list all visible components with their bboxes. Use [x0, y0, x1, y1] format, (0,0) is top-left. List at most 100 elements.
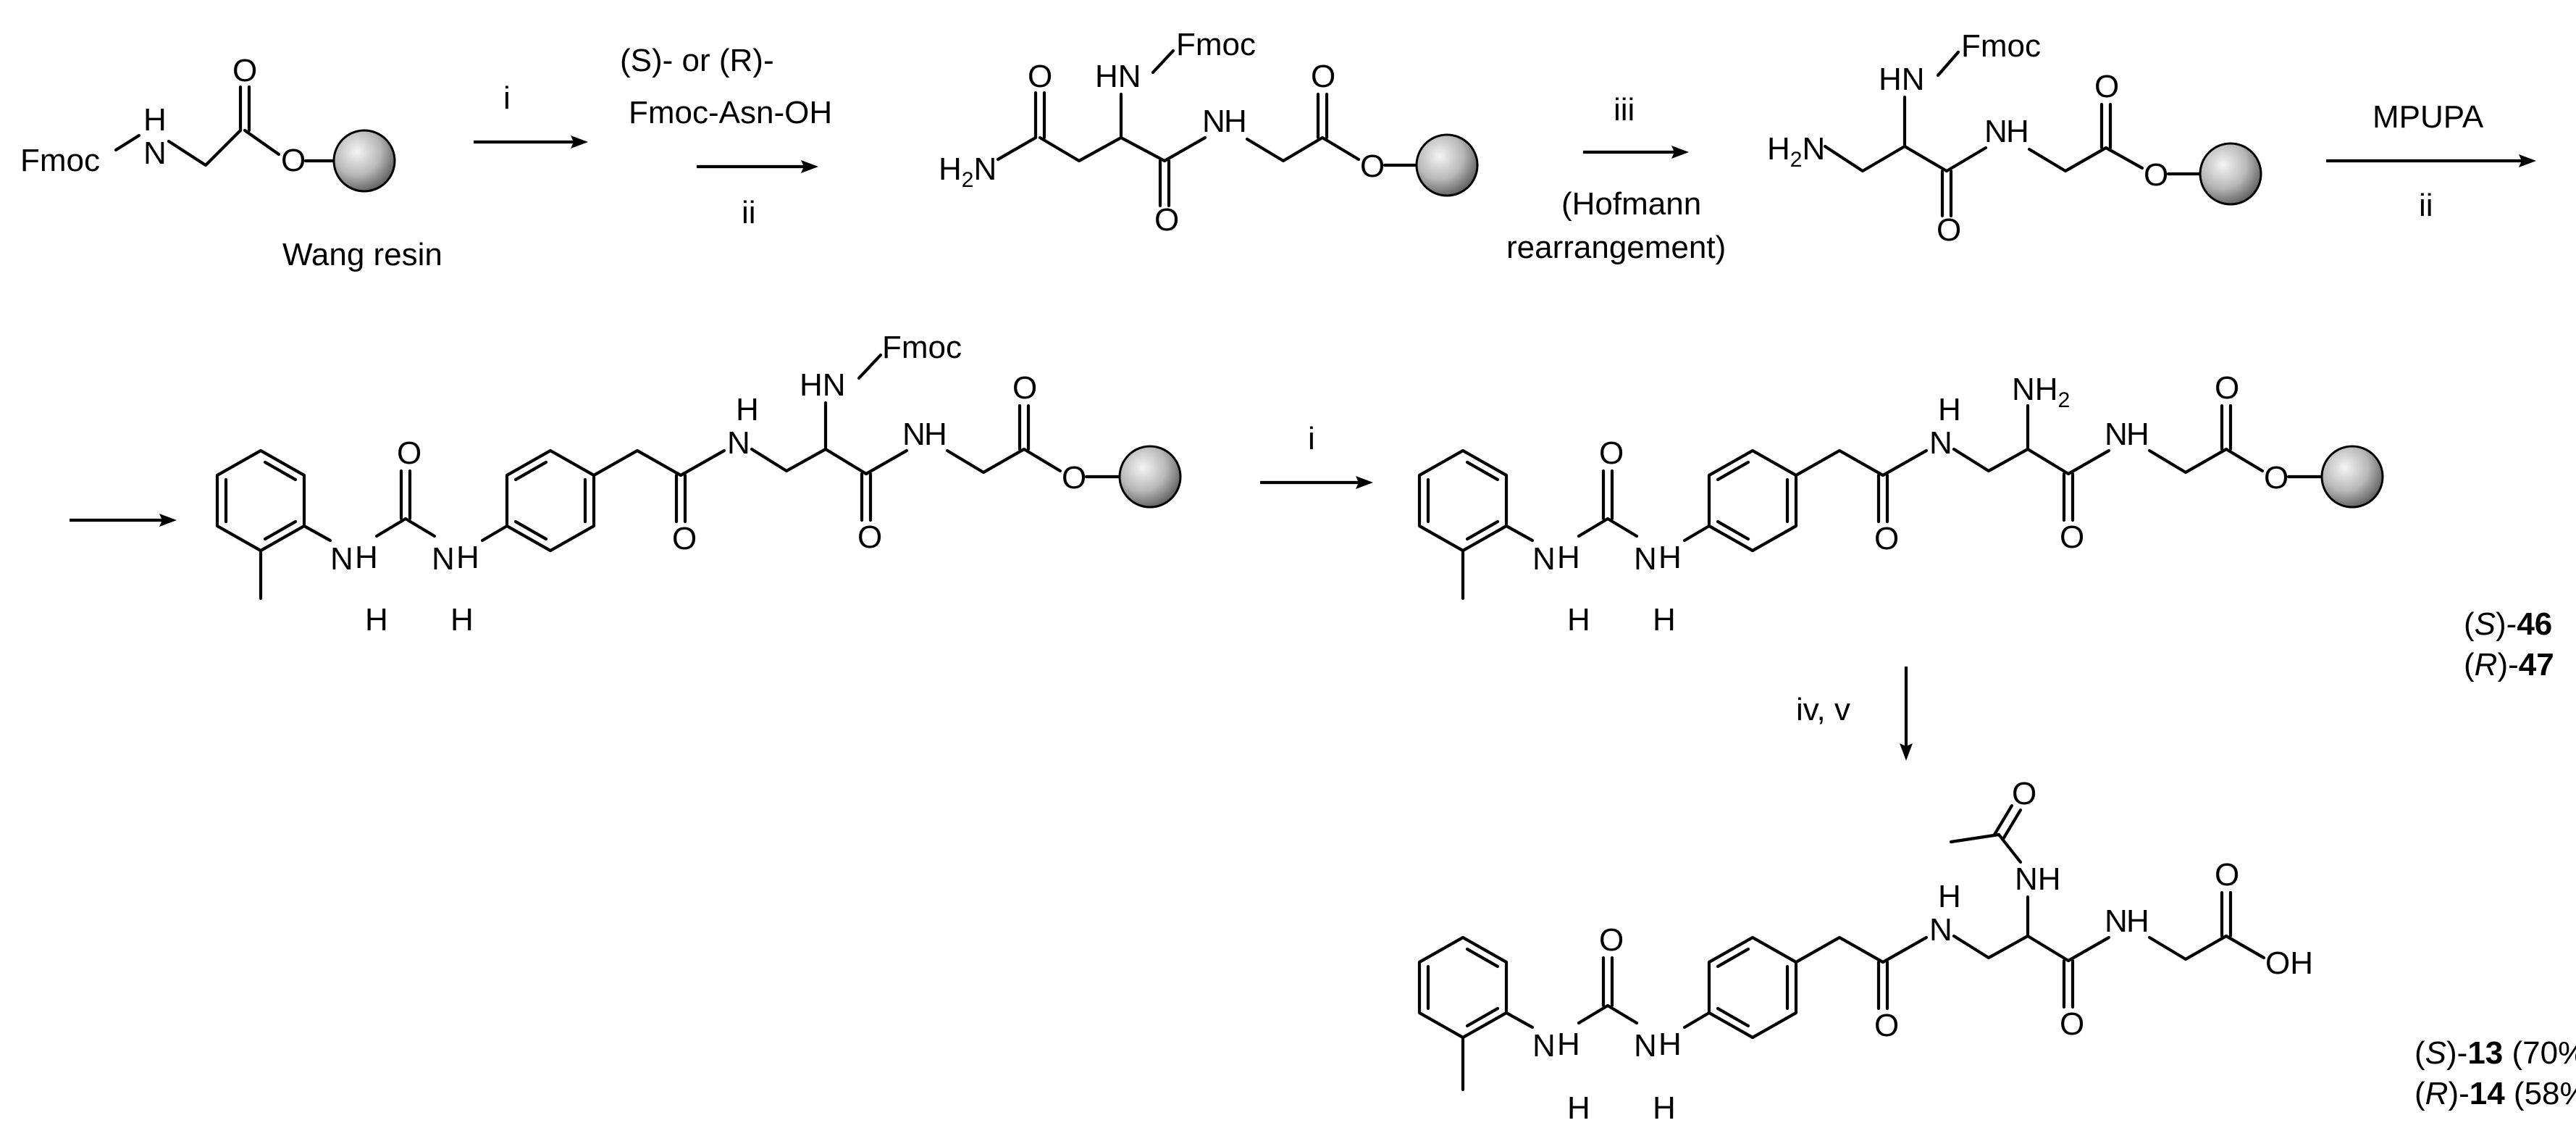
arrow-head [801, 160, 818, 173]
bond [1038, 135, 1123, 163]
amide-h-label: H [1938, 879, 1961, 914]
bond [1119, 135, 1167, 163]
reagent-label-ii: ii [2419, 188, 2433, 223]
bond [2104, 146, 2144, 170]
compound-46-47: N H H O N H H O N H NH2 O H N O O [1417, 370, 2384, 638]
amide2-h-label: H [2126, 417, 2149, 452]
bond [2026, 934, 2071, 963]
urea-n-label: N [330, 541, 353, 577]
urea-n2-label: N [432, 541, 455, 577]
ring-double-bonds [513, 460, 587, 541]
bond [679, 448, 726, 477]
bond [1794, 448, 1885, 477]
nh-h-label: H [143, 102, 167, 138]
bond [1018, 404, 1031, 451]
reaction-arrow-iii: iii (Hofmann rearrangement) [1506, 92, 1726, 265]
resin-bead [1415, 133, 1479, 197]
fmoc-sub-label: Fmoc [882, 330, 962, 365]
bond [1952, 934, 2030, 960]
reaction-arrow-iv-v: iv, v [1796, 667, 1913, 761]
reagent-label-i: i [503, 80, 511, 116]
bond [1245, 135, 1325, 163]
arrow-head [1671, 146, 1689, 159]
bond [2220, 404, 2233, 451]
bond [2147, 447, 2228, 475]
bond [1682, 524, 1711, 543]
bond [1022, 447, 1062, 473]
hn-label: HN [1095, 59, 1141, 94]
bond [1601, 469, 1614, 521]
nh-h-label: H [1224, 104, 1247, 139]
fmoc-asn-gly-resin: H2N O HN Fmoc O H N O O [939, 27, 1479, 238]
reaction-arrow-ii: (S)- or (R)- Fmoc-Asn-OH ii [620, 43, 832, 230]
bond [238, 85, 251, 133]
bond [2099, 102, 2113, 150]
amide-h-label: H [1938, 392, 1961, 427]
compound-label-47: (R)-47 [2464, 647, 2554, 682]
fmoc-gly-wang-resin: Fmoc H N O O Wang resin [20, 53, 442, 272]
bond [114, 133, 141, 152]
bond [1881, 448, 1929, 477]
reagent-label-s-or-r: (S)- or (R)- [620, 43, 774, 78]
bond [1162, 135, 1207, 163]
bond [1876, 473, 1889, 524]
reaction-arrow-mpupa: MPUPA ii [2326, 99, 2536, 223]
reagent-label-fmoc-asn: Fmoc-Asn-OH [629, 95, 832, 130]
bond [2027, 146, 2108, 173]
bond [823, 447, 868, 476]
arrow-head [1900, 743, 1913, 761]
reagent-label-iii: iii [1614, 92, 1635, 128]
amide-n-label: N [1929, 425, 1952, 461]
bond [1940, 169, 1953, 218]
amide-h2n-label: H2N [939, 151, 997, 192]
carbonyl-o-label: O [1012, 370, 1037, 406]
resin-bead [332, 129, 396, 193]
acetyl-o-label: O [2012, 776, 2036, 811]
amide-n-label: N [727, 425, 750, 461]
urea-nh2-h-label: H [450, 602, 474, 638]
bond [1794, 935, 1885, 964]
urea-h2-label: H [1658, 540, 1682, 575]
urea-n-label: N [1532, 1028, 1556, 1064]
bond [2224, 447, 2265, 473]
bond [1944, 146, 1988, 173]
urea-h-label: H [355, 540, 378, 575]
urea-o-label: O [397, 435, 421, 471]
ring-double-bonds [1426, 460, 1500, 541]
bond [1577, 1003, 1639, 1025]
compound-label-14: (R)-14 (58%) [2415, 1076, 2576, 1111]
arrow-head [159, 514, 177, 527]
bond [374, 517, 437, 538]
urea-n2-label: N [1634, 1028, 1657, 1064]
amide-n-label: N [1929, 912, 1952, 948]
bond [1504, 1011, 1535, 1030]
bond [1577, 517, 1639, 538]
bond [480, 524, 509, 543]
bond [243, 128, 281, 156]
urea-nh2-h-label: H [1653, 602, 1676, 638]
carbonyl-o-label: O [232, 53, 257, 88]
urea-o-label: O [1599, 922, 1624, 958]
ester-o-label: O [281, 143, 306, 178]
hn-label: HN [800, 367, 846, 403]
bond [996, 135, 1038, 162]
bond [1601, 956, 1614, 1008]
bond [2062, 958, 2075, 1009]
bond [2026, 447, 2071, 476]
carbonyl-o-label: O [2060, 519, 2084, 555]
compound-label-46: (S)-46 [2464, 606, 2552, 642]
methyl-bond [1949, 832, 2001, 844]
bond [1936, 50, 1960, 78]
phenyl-ring [505, 448, 596, 553]
resin-bead [2320, 445, 2384, 509]
fmoc-label: Fmoc [20, 143, 100, 178]
amide2-n-label: N [2105, 903, 2128, 939]
urea-o-label: O [1599, 435, 1624, 471]
arrow-head [2519, 154, 2536, 167]
urea-h2-label: H [1658, 1027, 1682, 1062]
fmoc-dap-gly-resin: H2N HN Fmoc O H N O O [1767, 28, 2262, 248]
ester-o-label: O [1062, 460, 1086, 496]
bond [302, 524, 332, 543]
arrow-head [571, 135, 588, 149]
